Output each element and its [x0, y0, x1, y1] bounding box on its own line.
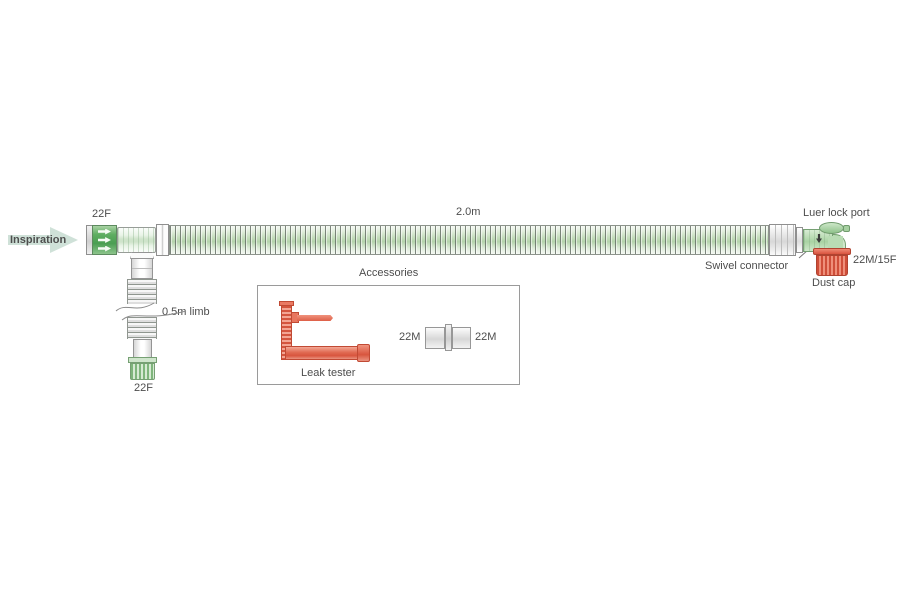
patient-size-label: 22M/15F	[853, 254, 897, 266]
tube-break-mark	[115, 302, 155, 312]
dust-cap-label: Dust cap	[812, 277, 856, 289]
tpiece-collar	[156, 224, 169, 256]
adapter-center-ring	[445, 324, 452, 351]
inlet-cuff	[92, 225, 117, 255]
flow-arrow-icon	[98, 228, 111, 235]
corrugated-tube	[169, 225, 769, 255]
swivel-connector-cuff	[769, 224, 796, 256]
limb-length-label: 0.5m limb	[162, 306, 210, 318]
swivel-connector-ring	[796, 227, 803, 253]
luer-lock-port-label: Luer lock port	[803, 207, 870, 219]
accessories-box	[257, 285, 520, 385]
leak-tester-cap	[357, 344, 370, 362]
limb-size-label: 22F	[134, 382, 153, 394]
leak-tester-tube	[285, 346, 359, 360]
swivel-connector-label: Swivel connector	[705, 260, 789, 272]
flow-direction-icon	[816, 234, 822, 243]
tpiece-barrel	[117, 227, 156, 253]
flow-arrow-icon	[98, 245, 111, 252]
adapter-left-half	[425, 327, 445, 349]
limb-corrugation-lower	[127, 317, 157, 339]
leak-tester-rod	[297, 315, 333, 321]
luer-port-cap	[819, 222, 844, 234]
limb-upper-tube	[131, 258, 153, 279]
adapter-right-size-label: 22M	[475, 331, 497, 343]
tube-length-label: 2.0m	[456, 206, 481, 218]
limb-lower-tube	[133, 339, 152, 358]
dust-cap-rim	[813, 248, 851, 255]
elbow-bend	[828, 236, 843, 250]
luer-cap-tab	[843, 225, 850, 232]
adapter-right-half	[452, 327, 471, 349]
leak-tester-label: Leak tester	[301, 367, 356, 379]
inspiration-label: Inspiration	[10, 234, 67, 246]
adapter-left-size-label: 22M	[399, 331, 421, 343]
accessories-title: Accessories	[359, 267, 419, 279]
inlet-size-label: 22F	[92, 208, 111, 220]
limb-cuff	[130, 363, 155, 380]
limb-cuff-lip	[128, 357, 157, 363]
flow-arrow-icon	[98, 237, 111, 243]
limb-corrugation-upper	[127, 279, 157, 304]
dust-cap-body	[816, 255, 848, 276]
